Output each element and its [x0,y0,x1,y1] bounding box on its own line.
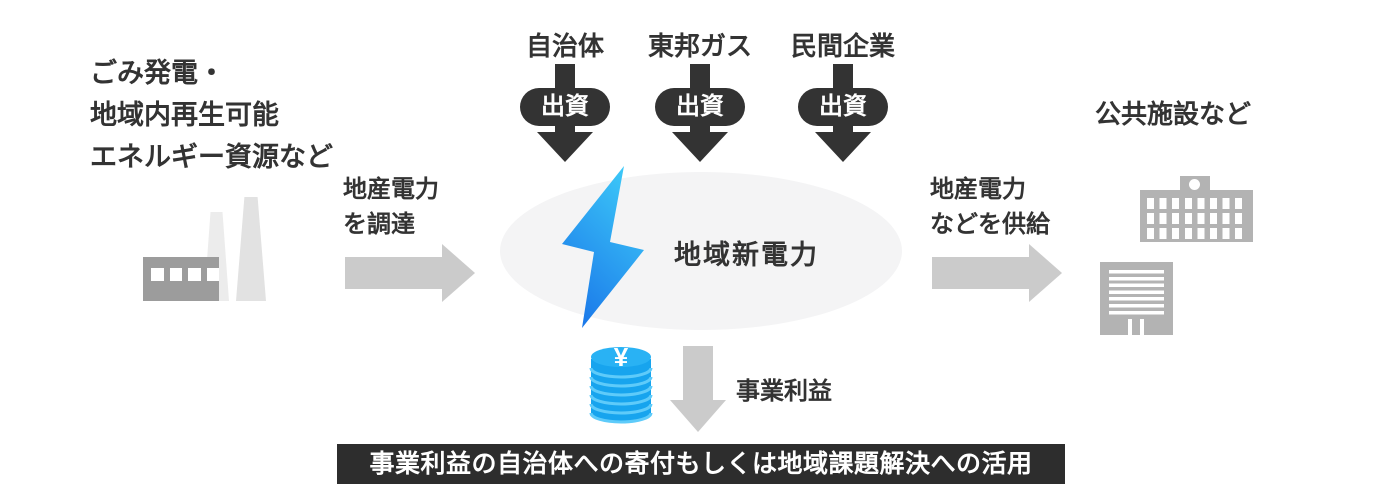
factory-window [188,268,201,281]
office-building-icon [1100,262,1173,335]
factory-window [151,268,164,281]
school-building-icon [1140,176,1253,242]
invest-arrow-icon: 出資 [485,64,645,164]
profit-label: 事業利益 [736,378,832,405]
company-name: 地域新電力 [674,240,819,270]
investor-private-company: 民間企業 出資 [763,26,923,164]
profit-coins-icon: ¥ [589,343,653,424]
source-label-line-3: エネルギー資源など [90,142,333,172]
source-label-line-2: 地域内再生可能 [90,100,279,130]
usage-banner: 事業利益の自治体への寄付もしくは地域課題解決への活用 [337,444,1065,484]
investor-name: 東邦ガス [647,31,752,61]
school-roof-clock [1180,176,1210,192]
supply-label-line-1: 地産電力 [930,176,1026,203]
investor-municipality: 自治体 出資 [485,26,645,164]
chimney-icon [236,197,266,301]
supply-arrow-icon [932,244,1062,302]
company-ellipse [500,172,902,330]
destination-label: 公共施設など [1095,99,1252,129]
school-window-row [1147,228,1246,239]
factory-window [169,268,182,281]
office-door [1128,319,1144,335]
procure-label-line-2: を調達 [343,211,415,238]
yen-symbol: ¥ [614,343,629,372]
invest-arrow-icon: 出資 [763,64,923,164]
invest-badge: 出資 [798,88,888,126]
factory-icon [143,197,268,301]
lightning-icon [562,166,644,328]
school-window-row [1147,198,1246,209]
procure-label-line-1: 地産電力 [343,176,439,203]
profit-arrow-icon [670,346,726,434]
factory-building-shape [143,257,219,301]
factory-window [206,268,219,281]
supply-label-line-2: などを供給 [930,211,1050,238]
source-label-line-1: ごみ発電・ [90,58,225,88]
procure-arrow-icon [345,244,475,302]
supply-label: 地産電力 などを供給 [930,172,1050,242]
procure-label: 地産電力 を調達 [343,172,439,242]
invest-badge: 出資 [520,88,610,126]
investor-name: 自治体 [525,31,604,61]
office-window-stripes [1109,270,1164,316]
investor-toho-gas: 東邦ガス 出資 [620,26,780,164]
invest-arrow-icon: 出資 [620,64,780,164]
source-label: ごみ発電・ 地域内再生可能 エネルギー資源など [90,52,333,178]
school-window-row [1147,213,1246,224]
investor-name: 民間企業 [790,31,895,61]
invest-badge: 出資 [655,88,745,126]
